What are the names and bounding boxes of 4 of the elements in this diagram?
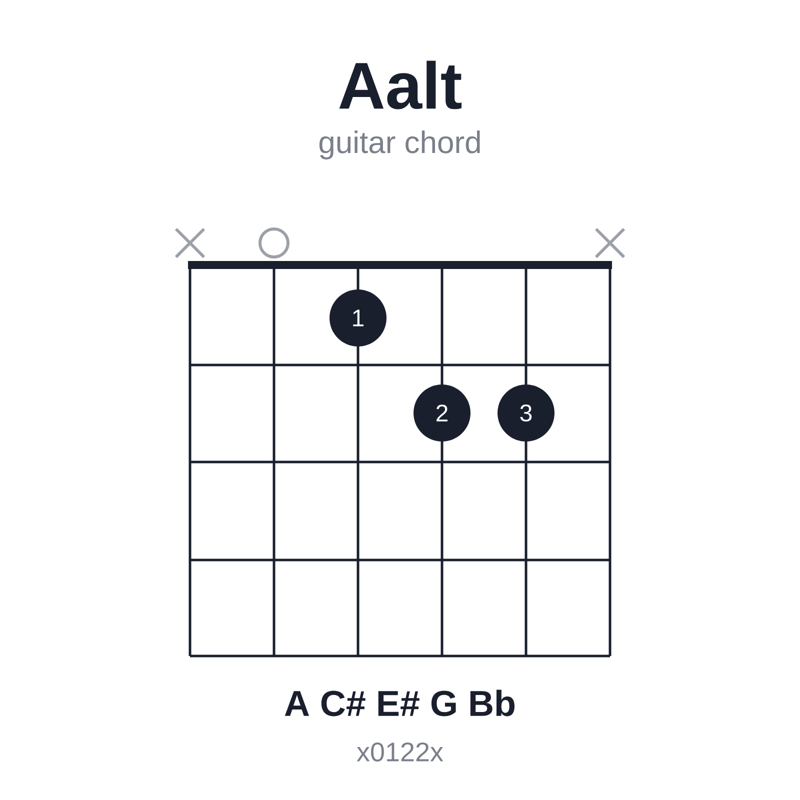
chord-notes: A C# E# G Bb xyxy=(284,690,515,716)
subtitle: guitar chord xyxy=(319,130,480,160)
fingering-code: x0122x xyxy=(356,742,444,762)
chord-title: Aalt xyxy=(339,60,462,110)
